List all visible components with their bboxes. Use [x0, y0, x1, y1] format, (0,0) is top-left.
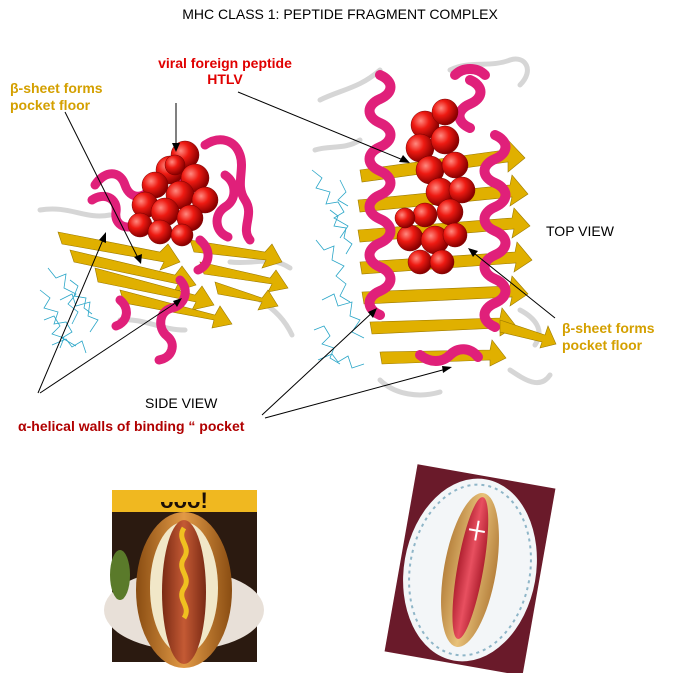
beta-sheet-label-left-line2: pocket floor: [10, 97, 91, 113]
side-view-beta-sheet: [57, 231, 289, 329]
beta-sheet-label-left: β-sheet forms pocket floor: [10, 80, 103, 114]
side-view-protein-model: [37, 135, 295, 365]
top-view-wireframe: [311, 169, 365, 369]
side-view-wireframe: [39, 267, 99, 354]
viral-peptide-label-line1: viral foreign peptide: [158, 55, 292, 71]
side-view-peptide-spheres: [127, 140, 219, 247]
arrow-beta-left: [64, 111, 141, 263]
top-view-label: TOP VIEW: [546, 223, 614, 239]
viral-peptide-label-line2: HTLV: [207, 71, 243, 87]
arrow-alpha-left-1: [37, 234, 106, 394]
top-view-protein-model: [311, 56, 557, 398]
arrow-alpha-right-2: [264, 367, 451, 419]
beta-sheet-label-right-line1: β-sheet forms: [562, 320, 655, 336]
side-view-label: SIDE VIEW: [145, 395, 218, 411]
arrow-top-view-sheet: [469, 249, 556, 319]
page-title: MHC CLASS 1: PEPTIDE FRAGMENT COMPLEX: [182, 6, 498, 22]
arrow-peptide-top: [237, 91, 409, 163]
alpha-helical-label: α-helical walls of binding “ pocket: [18, 418, 245, 434]
annotation-arrows: [37, 91, 556, 419]
top-view-peptide-spheres: [394, 98, 476, 275]
beta-sheet-label-right-line2: pocket floor: [562, 337, 643, 353]
viral-peptide-label: viral foreign peptide HTLV: [130, 55, 320, 87]
top-view-alpha-helix: [364, 64, 511, 366]
beta-sheet-label-left-line1: β-sheet forms: [10, 80, 103, 96]
arrow-alpha-right-1: [261, 309, 376, 416]
svg-text:ᴗᴗᴗ!: ᴗᴗᴗ!: [160, 488, 208, 513]
hotdog-photo-left: ᴗᴗᴗ!: [104, 488, 264, 668]
annotation-arrowheads: [99, 143, 478, 373]
beta-sheet-label-right: β-sheet forms pocket floor: [562, 320, 655, 354]
arrow-alpha-left-2: [39, 299, 181, 394]
hotdog-photo-right: [384, 464, 556, 673]
